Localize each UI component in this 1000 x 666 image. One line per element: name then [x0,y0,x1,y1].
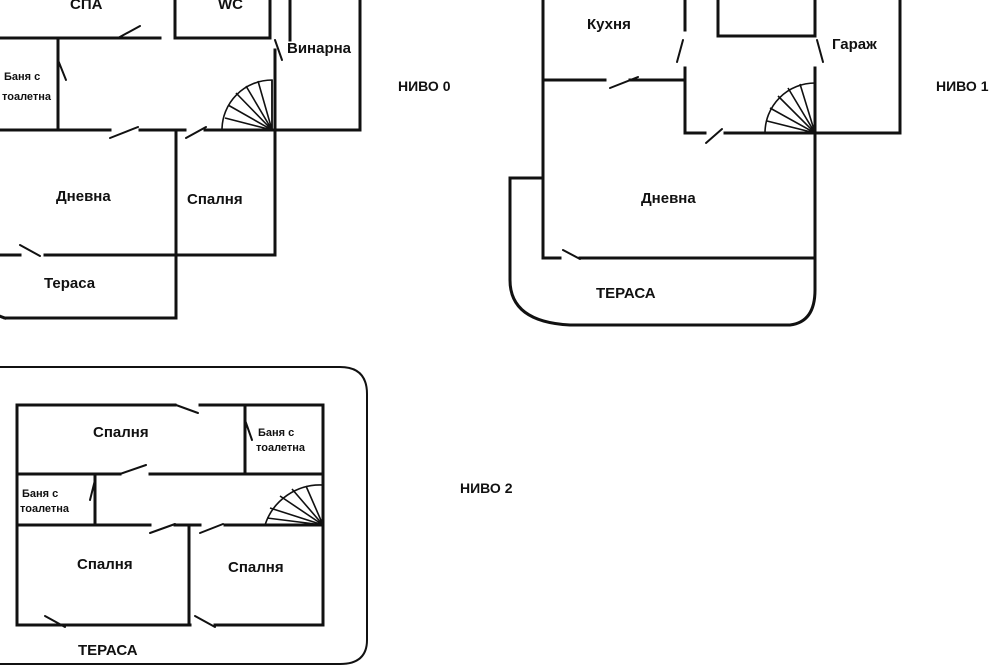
level-1-plan: Кухня Гараж Дневна ТЕРАСА НИВО 1 [508,0,989,327]
l1-title: НИВО 1 [936,78,989,94]
l0-wc-label: WC [218,0,243,13]
l0-bath-label-1: Баня с [4,71,40,83]
level-2-stairs [263,484,324,526]
l0-wine-label: Винарна [287,40,352,57]
l2-title: НИВО 2 [460,480,513,496]
l0-title: НИВО 0 [398,78,451,94]
level-2-doors [44,404,253,628]
l2-bedroom-left-label: Спалня [77,556,133,573]
l1-terrace-label: ТЕРАСА [596,285,656,302]
l2-bath-right-label-1: Баня с [258,427,294,439]
level-2-plan: Спалня Баня с тоалетна Баня с тоалетна С… [0,366,513,665]
l0-spa-label: СПА [70,0,103,13]
l0-living-label: Дневна [56,188,111,205]
level-1-stairs [764,82,816,134]
l0-bath-label-2: тоалетна [2,91,52,103]
l2-bedroom-top-label: Спалня [93,424,149,441]
level-2-walls [0,366,368,665]
level-1-walls [508,0,902,327]
l1-living-label: Дневна [641,190,696,207]
l2-bath-left-label-2: тоалетна [20,503,70,515]
l0-bedroom-label: Спалня [187,191,243,208]
l0-terrace-label: Тераса [44,275,96,292]
level-1-doors [562,39,824,260]
l1-kitchen-label: Кухня [587,16,631,33]
level-0-walls [0,0,362,320]
level-0-stairs [221,79,273,131]
l2-bedroom-right-label: Спалня [228,559,284,576]
l2-bath-right-label-2: тоалетна [256,442,306,454]
l2-bath-left-label-1: Баня с [22,488,58,500]
l2-terrace-label: ТЕРАСА [78,642,138,659]
l1-garage-label: Гараж [832,36,877,53]
level-0-plan: СПА WC Винарна Баня с тоалетна Дневна Сп… [0,0,451,320]
level-0-doors [19,25,283,257]
